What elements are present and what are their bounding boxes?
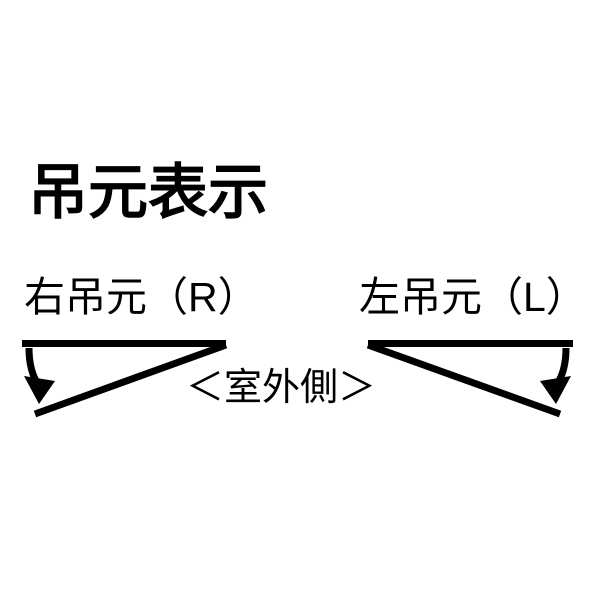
left-hinge-figure: [366, 340, 573, 418]
left-hinge-label: 左吊元（L）: [359, 274, 587, 320]
curved-arrow-down-right-icon: [552, 347, 570, 390]
right-hinge-label: 右吊元（R）: [24, 274, 259, 320]
curved-arrow-down-left-head-icon: [24, 376, 55, 404]
left-hinge-door-leaf-line: [366, 341, 562, 418]
page-title: 吊元表示: [28, 159, 268, 226]
curved-arrow-down-left-icon: [25, 347, 43, 390]
outdoor-side-label: ＜室外側＞: [186, 367, 377, 409]
curved-arrow-down-right-head-icon: [540, 376, 571, 404]
